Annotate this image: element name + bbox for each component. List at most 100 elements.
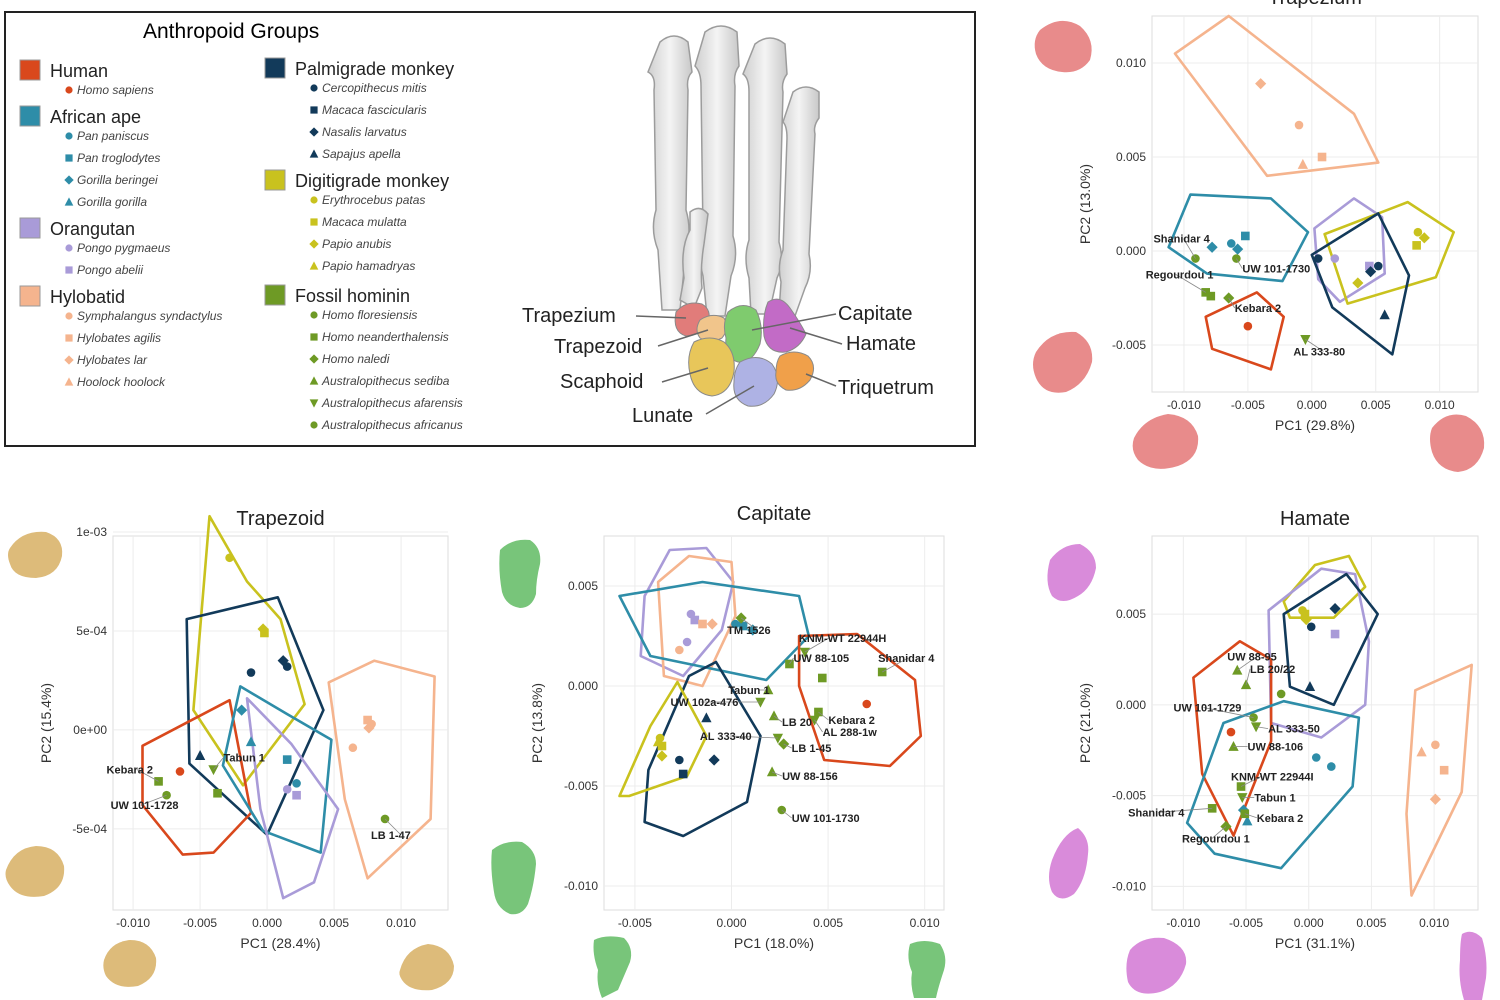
point-label-leader: [814, 719, 823, 733]
legend-marker: [310, 218, 318, 226]
legend-marker: [310, 421, 318, 429]
point-label-leader: [1244, 813, 1257, 819]
legend-swatch: [19, 105, 41, 127]
hamate-shape-icon: [1049, 828, 1089, 899]
x-tick-label: 0.010: [910, 916, 940, 930]
point-label: UW 88-95: [1227, 651, 1277, 663]
legend-marker: [310, 84, 318, 92]
legend-swatch: [264, 57, 286, 79]
point-palm: [1373, 261, 1383, 271]
point-label-leader: [1237, 656, 1258, 671]
point-label-leader: [1183, 238, 1196, 259]
point-human: [862, 699, 872, 709]
trapezoid-shape-icon: [103, 940, 157, 987]
hull-hylo: [656, 554, 737, 688]
x-tick-label: 0.000: [1294, 916, 1324, 930]
point-ape: [747, 624, 759, 636]
y-tick-label: 0.005: [1116, 150, 1146, 164]
point-label-leader: [789, 657, 794, 665]
x-tick-label: 0.000: [252, 916, 282, 930]
hull-orang: [1313, 197, 1386, 304]
legend-species-label: Hoolock hoolock: [77, 375, 166, 389]
y-tick-label: -5e-04: [72, 822, 107, 836]
point-fossil: [1206, 291, 1216, 301]
point-ape: [1206, 241, 1218, 253]
point-fossil: [1232, 664, 1243, 675]
point-label: Shanidar 4: [1128, 807, 1185, 819]
legend-marker: [65, 266, 73, 274]
hull-palm: [643, 660, 762, 838]
point-label-leader: [771, 771, 783, 777]
x-tick-label: 0.000: [716, 916, 746, 930]
point-hylo: [1255, 78, 1267, 90]
point-label-leader: [1228, 297, 1236, 309]
label-lunate: Lunate: [632, 405, 693, 427]
point-label: Kebara 2: [828, 715, 874, 727]
point-label: UW 88-105: [793, 653, 849, 665]
legend-species-label: Hylobates lar: [77, 353, 148, 367]
point-digi: [1300, 613, 1312, 626]
trapezium-shape-icon: [1132, 414, 1199, 469]
bone-labels: Trapezium Trapezoid Scaphoid Lunate Capi…: [522, 303, 934, 427]
point-label-leader: [783, 743, 792, 749]
legend-species-label: Pan paniscus: [77, 129, 149, 143]
legend-species-label: Papio anubis: [322, 237, 391, 251]
point-hylo: [1317, 152, 1327, 162]
point-label: AL 333-40: [700, 731, 752, 743]
point-label-leader: [213, 757, 224, 770]
panel-title: Capitate: [737, 503, 812, 525]
x-axis-label: PC1 (18.0%): [734, 935, 814, 951]
point-palm: [1379, 309, 1390, 320]
hull-ape: [1185, 699, 1361, 870]
point-label: UW 101-1729: [1174, 703, 1242, 715]
x-axis-label: PC1 (28.4%): [240, 935, 320, 951]
point-palm: [675, 755, 684, 765]
point-ape: [1226, 239, 1236, 248]
metacarpal-bones: [647, 25, 820, 317]
legend-swatch: [19, 217, 41, 239]
point-palm: [1329, 603, 1341, 615]
legend-group-label: Human: [50, 61, 108, 81]
y-tick-label: -0.005: [1112, 338, 1146, 352]
point-digi: [260, 628, 269, 638]
point-label-leader: [773, 715, 783, 723]
legend-swatch: [19, 285, 41, 307]
legend-species-label: Australopithecus afarensis: [321, 396, 463, 410]
point-digi: [1412, 241, 1421, 250]
point-label-leader: [384, 818, 402, 836]
legend-marker: [310, 333, 318, 341]
point-fossil: [772, 733, 784, 744]
point-fossil: [1223, 292, 1235, 304]
scaphoid-bone: [688, 337, 735, 397]
point-label: UW 102a-476: [670, 697, 738, 709]
carpal-bones: [674, 298, 814, 407]
legend-swatch: [264, 284, 286, 306]
point-digi: [1352, 277, 1364, 289]
y-tick-label: 1e-03: [76, 525, 107, 539]
point-hylo: [363, 715, 372, 725]
hull-orang: [639, 546, 735, 678]
point-digi: [1418, 232, 1430, 244]
label-trapezoid: Trapezoid: [554, 336, 642, 358]
legend-species-label: Sapajus apella: [322, 147, 401, 161]
point-label-leader: [781, 809, 792, 819]
hull-human: [141, 698, 253, 856]
y-axis-label: PC2 (21.0%): [1077, 683, 1093, 763]
point-label: UW 88-106: [1248, 742, 1304, 754]
point-digi: [1413, 227, 1423, 237]
y-axis-label: PC2 (13.0%): [1077, 164, 1093, 244]
legend-species-label: Pongo pygmaeus: [77, 241, 170, 255]
point-ape: [292, 779, 301, 788]
legend-group-label: Orangutan: [50, 219, 135, 239]
point-fossil: [735, 612, 747, 624]
hull-orang: [245, 696, 340, 900]
hamate-shape-icon: [1459, 931, 1487, 1000]
y-tick-label: -0.010: [564, 879, 598, 893]
point-label-leader: [804, 637, 830, 653]
